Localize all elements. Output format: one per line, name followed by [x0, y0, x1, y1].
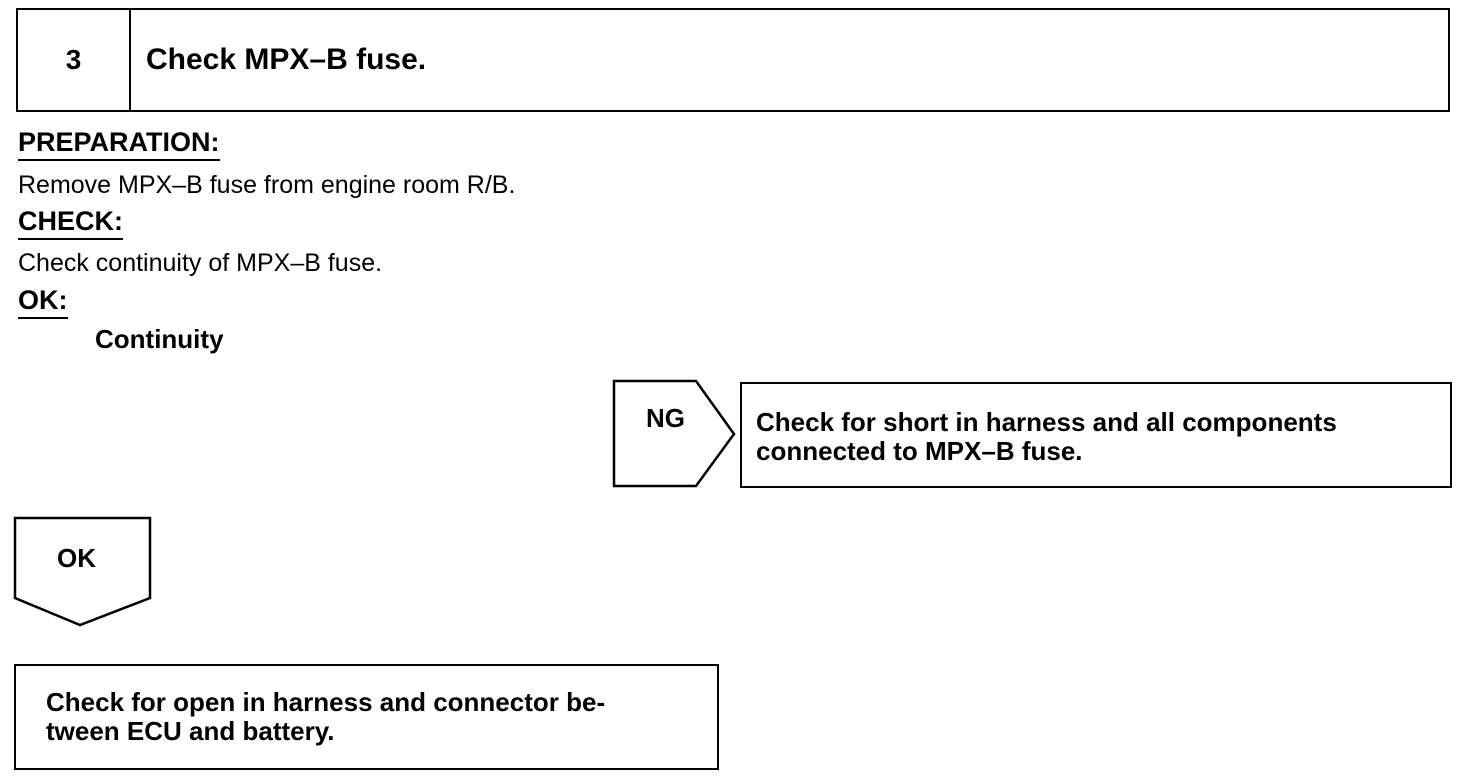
ok-label: OK	[57, 543, 96, 573]
ng-result-line1: Check for short in harness and all compo…	[756, 407, 1337, 437]
ng-result-line2: connected to MPX–B fuse.	[756, 436, 1083, 466]
ok-spec-label: OK:	[18, 284, 68, 319]
ng-label: NG	[646, 403, 685, 433]
ok-result-line2: tween ECU and battery.	[46, 716, 335, 746]
step-number: 3	[18, 10, 131, 110]
ok-spec-value: Continuity	[95, 324, 224, 354]
ok-result-box: Check for open in harness and connector …	[14, 664, 719, 770]
ok-result-line1: Check for open in harness and connector …	[46, 687, 606, 717]
preparation-label: PREPARATION:	[18, 126, 220, 161]
step-title: Check MPX–B fuse.	[146, 43, 427, 76]
ng-arrow-shape	[612, 379, 736, 488]
ok-arrow-shape	[13, 516, 152, 627]
check-text: Check continuity of MPX–B fuse.	[18, 249, 383, 277]
preparation-text: Remove MPX–B fuse from engine room R/B.	[18, 171, 516, 199]
step-header: 3 Check MPX–B fuse.	[16, 8, 1450, 112]
ng-result-box: Check for short in harness and all compo…	[740, 382, 1452, 488]
check-label: CHECK:	[18, 205, 123, 240]
